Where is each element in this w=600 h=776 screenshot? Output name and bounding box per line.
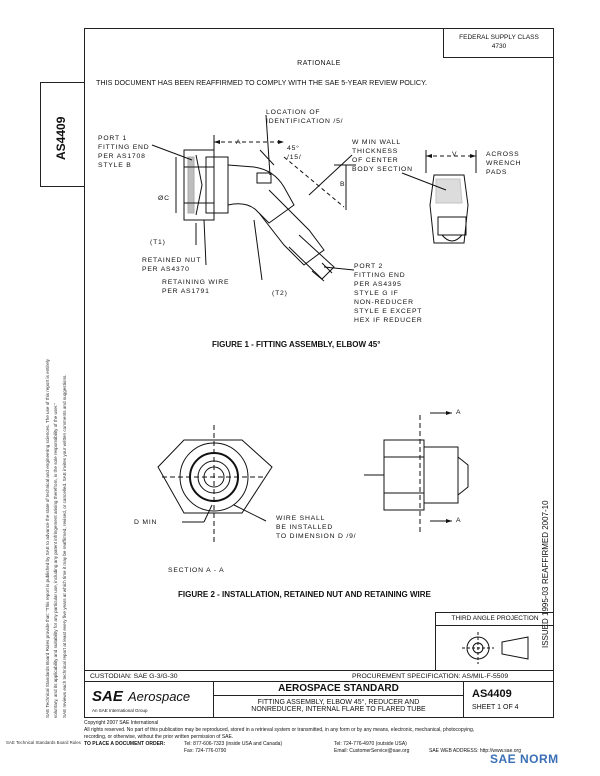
figure2-caption: FIGURE 2 - INSTALLATION, RETAINED NUT AN… — [178, 590, 431, 599]
procurement-spec: PROCUREMENT SPECIFICATION: AS/MIL-F-5509 — [352, 673, 509, 680]
label-dim-a: A — [236, 139, 242, 146]
sae-aerospace-logo: SAE Aerospace An SAE International Group — [84, 682, 214, 718]
rationale-title: RATIONALE — [297, 60, 341, 67]
label-d-min: D MIN — [134, 519, 158, 526]
side-disclaimer-line1: SAE Technical Standards Board Rules prov… — [45, 359, 50, 718]
label-location: LOCATION OF IDENTIFICATION /5/ — [266, 109, 344, 125]
label-across: ACROSS WRENCH PADS — [486, 151, 522, 176]
document-title: AEROSPACE STANDARD FITTING ASSEMBLY, ELB… — [214, 682, 464, 718]
standard-type: AEROSPACE STANDARD — [214, 682, 463, 696]
doc-number: AS4409 — [472, 688, 512, 700]
label-angle: 45° /15/ — [287, 145, 302, 161]
footer-copyright: Copyright 2007 SAE International — [84, 720, 159, 726]
custodian-row: CUSTODIAN: SAE G-3/G-30 PROCUREMENT SPEC… — [84, 670, 554, 682]
footer-email: Email: CustomerService@sae.org — [334, 748, 410, 754]
third-angle-projection: THIRD ANGLE PROJECTION — [435, 612, 554, 670]
footer-web[interactable]: SAE WEB ADDRESS: http://www.sae.org — [429, 748, 521, 754]
side-docnumber-box — [40, 82, 84, 187]
footer-rights: All rights reserved. No part of this pub… — [84, 727, 475, 733]
footer-fax: Fax: 724-776-0790 — [184, 748, 227, 754]
label-dim-c: ØC — [158, 195, 170, 202]
label-v: V — [452, 151, 458, 158]
figure1-caption: FIGURE 1 - FITTING ASSEMBLY, ELBOW 45° — [212, 340, 381, 349]
reaffirm-statement: THIS DOCUMENT HAS BEEN REAFFIRMED TO COM… — [96, 78, 427, 87]
federal-supply-code: 4730 — [491, 43, 507, 50]
legal-note: SAE Technical Standards Board Rules — [6, 740, 81, 745]
label-port2: PORT 2 FITTING END PER AS4395 STYLE G IF… — [354, 263, 423, 324]
title-line1: FITTING ASSEMBLY, ELBOW 45°, REDUCER AND — [257, 699, 420, 706]
figure2-drawing — [157, 411, 469, 543]
label-a-top: A — [456, 409, 462, 416]
logo-aerospace: Aerospace — [128, 689, 191, 704]
sheet-number: SHEET 1 OF 4 — [472, 704, 519, 711]
footer-rights2: recording, or otherwise, without the pri… — [84, 734, 234, 740]
document-number-box: AS4409 SHEET 1 OF 4 — [464, 682, 554, 718]
side-doc-number: AS4409 — [54, 116, 68, 160]
federal-supply-label: FEDERAL SUPPLY CLASS — [459, 34, 539, 41]
label-retaining-wire: RETAINING WIRE PER AS1791 — [162, 279, 230, 295]
footer: Copyright 2007 SAE International All rig… — [84, 720, 554, 755]
projection-title: THIRD ANGLE PROJECTION — [436, 613, 554, 626]
label-wall: W MIN WALL THICKNESS OF CENTER BODY SECT… — [352, 139, 413, 173]
footer-tel1: Tel: 877-606-7323 (inside USA and Canada… — [184, 741, 283, 747]
title-block: SAE Aerospace An SAE International Group… — [84, 682, 554, 718]
label-retained-nut: RETAINED NUT PER AS4370 — [142, 257, 202, 273]
side-disclaimer-line3: SAE reviews each technical report at lea… — [62, 374, 67, 718]
federal-supply-class: FEDERAL SUPPLY CLASS 4730 — [443, 28, 554, 58]
figure1-drawing — [151, 114, 477, 282]
footer-tel2: Tel: 724-776-4970 (outside USA) — [334, 741, 407, 747]
label-t1: (T1) — [150, 239, 166, 246]
label-wire-note: WIRE SHALL BE INSTALLED TO DIMENSION D /… — [276, 515, 357, 540]
label-dim-b: B — [340, 181, 346, 188]
title-line2: NONREDUCER, INTERNAL FLARE TO FLARED TUB… — [251, 706, 426, 713]
label-a-bottom: A — [456, 517, 462, 524]
custodian: CUSTODIAN: SAE G-3/G-30 — [90, 673, 178, 680]
side-disclaimer-line2: voluntary, and its applicability and sui… — [53, 402, 58, 718]
projection-symbol — [462, 632, 529, 664]
sae-norm-watermark: SAE NORM — [490, 752, 559, 766]
label-section: SECTION A - A — [168, 567, 225, 574]
drawing-frame — [84, 28, 554, 718]
order-label: TO PLACE A DOCUMENT ORDER: — [84, 741, 166, 747]
logo-sae: SAE — [92, 688, 123, 705]
label-t2: (T2) — [272, 290, 288, 297]
logo-tagline: An SAE International Group — [92, 708, 148, 713]
label-port1: PORT 1 FITTING END PER AS1708 STYLE B — [98, 135, 150, 169]
